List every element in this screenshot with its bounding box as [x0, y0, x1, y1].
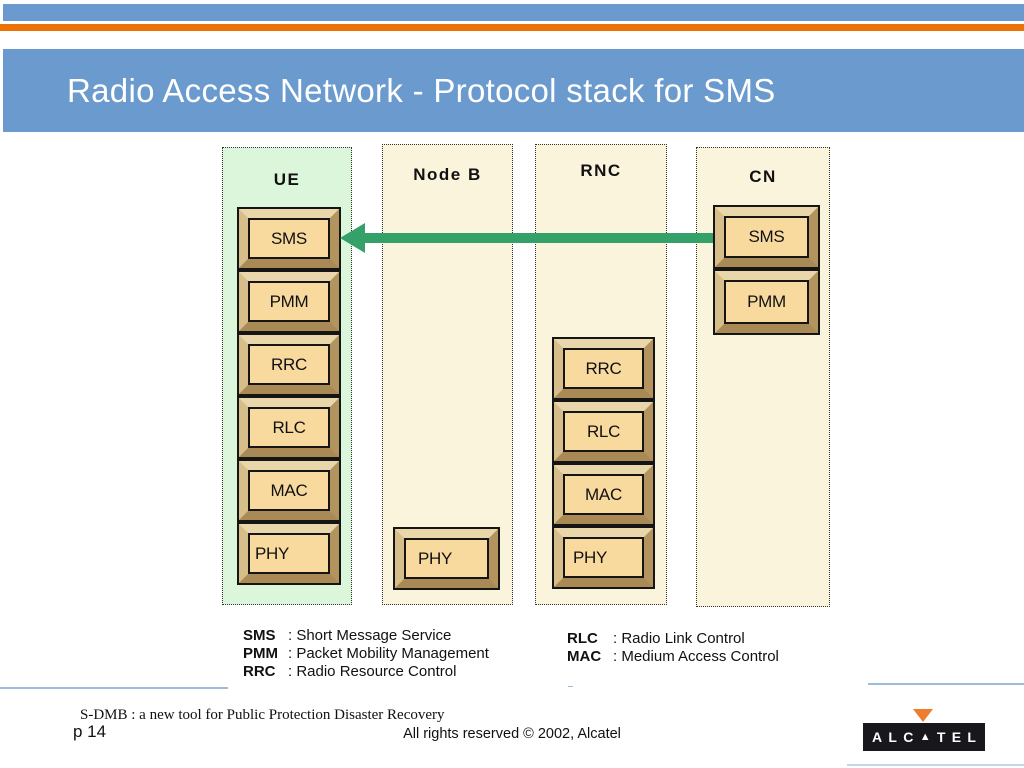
box-label: RRC [563, 348, 644, 389]
legend-desc: : Packet Mobility Management [288, 645, 489, 662]
logo-letter: E [951, 729, 962, 745]
alcatel-triangle-icon [913, 709, 933, 722]
box-bevel: SMS [239, 209, 339, 268]
title-band: Radio Access Network - Protocol stack fo… [3, 49, 1024, 132]
top-orange-strip [0, 24, 1024, 31]
box-ue-mac: MAC [237, 459, 341, 522]
box-label: RLC [248, 407, 330, 448]
footer-divider-left [0, 687, 228, 689]
footer-note: S-DMB : a new tool for Public Protection… [80, 707, 445, 723]
box-cn-pmm: PMM [713, 269, 820, 335]
box-ue-rrc: RRC [237, 333, 341, 396]
box-label: SMS [248, 218, 330, 259]
box-label: PHY [563, 537, 644, 578]
legend-desc: : Radio Resource Control [288, 663, 457, 680]
top-blue-strip [3, 4, 1024, 21]
legend-right: RLC : Radio Link Control MAC : Medium Ac… [567, 630, 779, 666]
logo-triangle-letter-icon: ▲ [919, 731, 931, 743]
legend-row: RRC : Radio Resource Control [243, 663, 489, 681]
box-bevel: RLC [239, 398, 339, 457]
box-label: RLC [563, 411, 644, 452]
box-bevel: RRC [239, 335, 339, 394]
page-title: Radio Access Network - Protocol stack fo… [67, 71, 776, 109]
panel-rnc-label: RNC [580, 161, 622, 180]
logo-letter: T [936, 729, 946, 745]
box-label: MAC [563, 474, 644, 515]
legend-row: MAC : Medium Access Control [567, 648, 779, 666]
legend-abbr: RRC [243, 663, 276, 680]
box-bevel: RRC [554, 339, 653, 398]
box-ue-phy: PHY [237, 522, 341, 585]
box-ue-sms: SMS [237, 207, 341, 270]
box-rnc-rlc: RLC [552, 400, 655, 463]
box-ue-pmm: PMM [237, 270, 341, 333]
box-bevel: PHY [239, 524, 339, 583]
panel-nodeb-label: Node B [413, 165, 482, 184]
logo-letter: L [888, 729, 897, 745]
legend-desc: : Medium Access Control [613, 648, 779, 665]
box-label: PHY [248, 533, 330, 574]
alcatel-logo: A L C ▲ T E L [863, 723, 985, 751]
box-rnc-mac: MAC [552, 463, 655, 526]
footer-divider-right [868, 683, 1024, 685]
box-ue-rlc: RLC [237, 396, 341, 459]
box-bevel: RLC [554, 402, 653, 461]
footer-divider-tick [568, 686, 573, 687]
box-label: RRC [248, 344, 330, 385]
sms-arrow-line [363, 233, 713, 243]
box-bevel: PHY [395, 529, 498, 588]
legend-row: PMM : Packet Mobility Management [243, 645, 489, 663]
legend-desc: : Radio Link Control [613, 630, 745, 647]
box-label: PHY [404, 538, 489, 579]
box-label: SMS [724, 216, 809, 258]
legend-abbr: RLC [567, 630, 598, 647]
legend-row: RLC : Radio Link Control [567, 630, 779, 648]
box-bevel: PMM [715, 271, 818, 333]
logo-letter: C [903, 729, 914, 745]
box-label: MAC [248, 470, 330, 511]
legend-desc: : Short Message Service [288, 627, 452, 644]
box-bevel: MAC [239, 461, 339, 520]
legend-abbr: SMS [243, 627, 276, 644]
page-number: p 14 [73, 722, 107, 741]
legend-left: SMS : Short Message Service PMM : Packet… [243, 627, 489, 681]
box-rnc-rrc: RRC [552, 337, 655, 400]
bottom-edge-line [847, 764, 1024, 766]
legend-row: SMS : Short Message Service [243, 627, 489, 645]
box-label: PMM [724, 280, 809, 324]
box-bevel: PMM [239, 272, 339, 331]
sms-arrow-head-icon [340, 223, 365, 253]
box-bevel: SMS [715, 207, 818, 267]
copyright-text: All rights reserved © 2002, Alcatel [403, 726, 621, 742]
box-bevel: MAC [554, 465, 653, 524]
panel-cn-label: CN [749, 167, 777, 186]
box-label: PMM [248, 281, 330, 322]
legend-abbr: PMM [243, 645, 278, 662]
box-nodeb-phy: PHY [393, 527, 500, 590]
box-rnc-phy: PHY [552, 526, 655, 589]
box-cn-sms: SMS [713, 205, 820, 269]
legend-abbr: MAC [567, 648, 602, 665]
logo-letter: L [967, 729, 976, 745]
panel-ue-label: UE [273, 170, 301, 189]
box-bevel: PHY [554, 528, 653, 587]
logo-letter: A [872, 729, 883, 745]
